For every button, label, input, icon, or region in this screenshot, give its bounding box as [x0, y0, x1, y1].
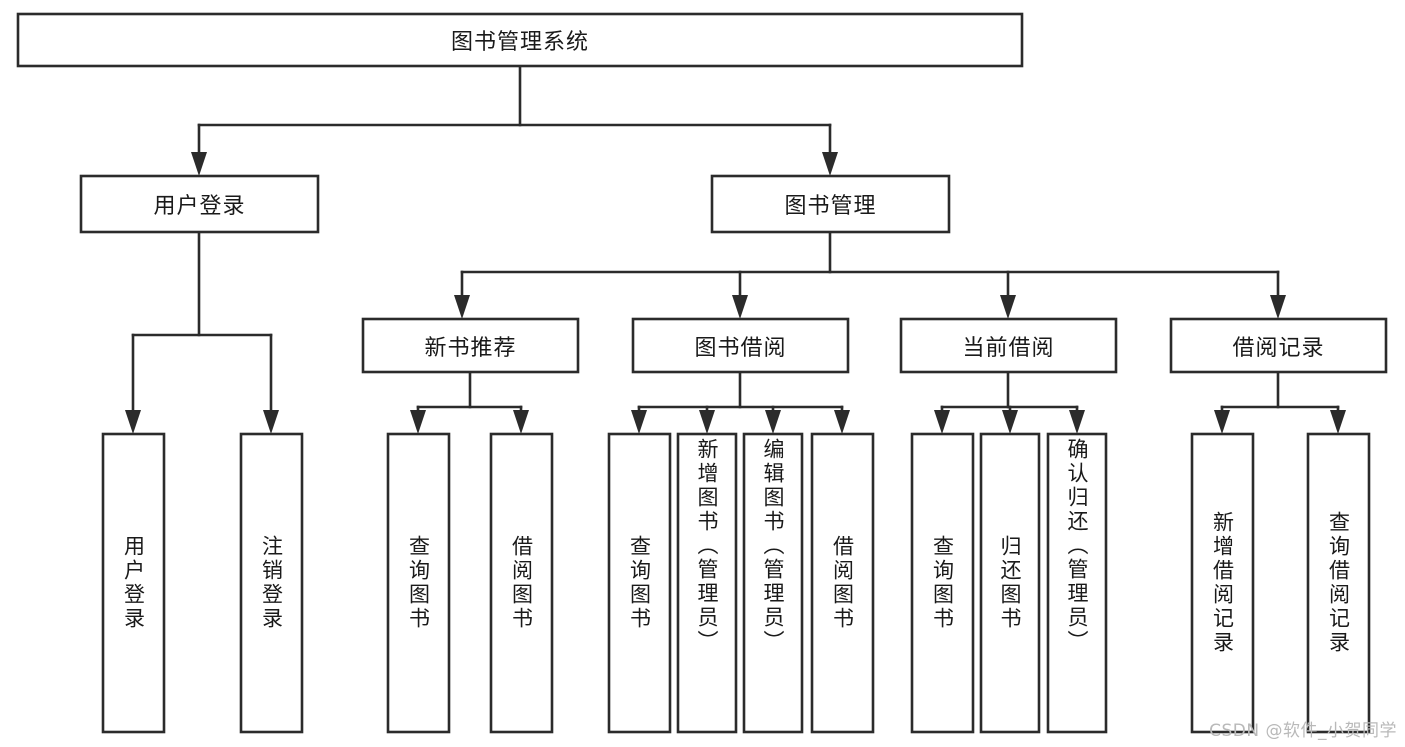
- arrowhead-user-login: [191, 152, 207, 176]
- arrowhead-cu-2: [1002, 410, 1018, 434]
- node-current-borrow[interactable]: [899, 317, 1118, 374]
- arrowhead-book-mgmt: [822, 152, 838, 176]
- arrowhead-l-1: [125, 410, 141, 434]
- arrowhead-l-2: [263, 410, 279, 434]
- node-root[interactable]: [16, 12, 1024, 68]
- node-new-book-recommend[interactable]: [361, 317, 580, 374]
- watermark: CSDN @软件_小贺同学: [1209, 721, 1397, 741]
- arrowhead-br-3: [765, 410, 781, 434]
- arrowhead-rc-2: [1330, 410, 1346, 434]
- arrowhead-l3-2: [732, 295, 748, 319]
- node-leaf-borrow-book-2[interactable]: [810, 432, 875, 734]
- node-book-borrow[interactable]: [631, 317, 850, 374]
- node-leaf-query-book-2[interactable]: [607, 432, 672, 734]
- arrowhead-nb-1: [410, 410, 426, 434]
- node-leaf-return-book[interactable]: [979, 432, 1041, 734]
- node-leaf-edit-book-admin[interactable]: [742, 432, 804, 734]
- node-book-management[interactable]: [710, 174, 951, 234]
- node-leaf-add-book-admin[interactable]: [676, 432, 738, 734]
- connector-group: [125, 64, 1346, 434]
- arrowhead-br-2: [699, 410, 715, 434]
- node-leaf-add-borrow-record[interactable]: [1190, 432, 1255, 734]
- arrowhead-cu-3: [1069, 410, 1085, 434]
- node-box-group: [16, 12, 1388, 734]
- node-borrow-record[interactable]: [1169, 317, 1388, 374]
- node-leaf-query-book-1[interactable]: [386, 432, 451, 734]
- arrowhead-cu-1: [934, 410, 950, 434]
- arrowhead-rc-1: [1214, 410, 1230, 434]
- node-leaf-query-book-3[interactable]: [910, 432, 975, 734]
- node-user-login[interactable]: [79, 174, 320, 234]
- arrowhead-br-4: [834, 410, 850, 434]
- node-leaf-borrow-book-1[interactable]: [489, 432, 554, 734]
- arrowhead-l3-1: [454, 295, 470, 319]
- arrowhead-br-1: [631, 410, 647, 434]
- arrowhead-l3-4: [1270, 295, 1286, 319]
- node-leaf-query-borrow-record[interactable]: [1306, 432, 1371, 734]
- node-leaf-confirm-return-admin[interactable]: [1046, 432, 1108, 734]
- node-leaf-logout[interactable]: [239, 432, 304, 734]
- arrowhead-l3-3: [1000, 295, 1016, 319]
- arrowhead-nb-2: [513, 410, 529, 434]
- node-leaf-user-login[interactable]: [101, 432, 166, 734]
